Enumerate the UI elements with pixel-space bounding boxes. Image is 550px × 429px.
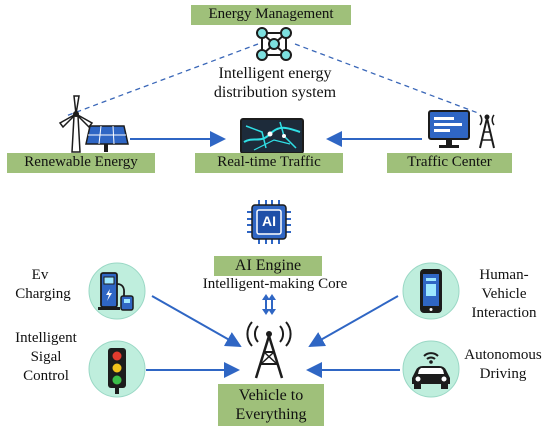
arrow-ev-to-v2x: [151, 295, 242, 347]
bidirectional-arrow-icon: [262, 294, 276, 315]
signal-control-line1: Intelligent: [15, 330, 77, 346]
dashed-line-right: [294, 43, 479, 114]
autonomous-driving-line2: Driving: [479, 366, 527, 382]
arrow-hvi-to-v2x: [308, 295, 399, 347]
v2x-tower-icon: [246, 321, 292, 379]
real-time-traffic-label: Real-time Traffic: [195, 153, 343, 173]
v2x-label-line2: Everything: [235, 406, 307, 423]
dashed-line-left: [65, 43, 259, 117]
ai-engine-label: AI Engine: [214, 256, 322, 276]
hvi-line3: Interaction: [471, 305, 537, 321]
distribution-system-line1: Intelligent energy: [218, 65, 332, 82]
traffic-light-icon: [88, 340, 146, 398]
ai-chip-label: AI: [262, 213, 276, 229]
distribution-system-line2: distribution system: [213, 84, 337, 101]
renewable-energy-label: Renewable Energy: [7, 153, 155, 173]
autonomous-car-icon: [402, 340, 460, 398]
autonomous-driving-line1: Autonomous: [464, 347, 542, 363]
signal-control-line3: Control: [23, 368, 69, 384]
v2x-label-box: [218, 384, 324, 426]
v2x-label-line1: Vehicle to: [238, 387, 304, 404]
radio-tower-small-icon: [479, 114, 495, 149]
traffic-map-icon: [240, 118, 304, 154]
signal-control-line2: Sigal: [30, 349, 62, 365]
hvi-line2: Vehicle: [481, 286, 527, 302]
traffic-center-label: Traffic Center: [387, 153, 512, 173]
monitor-icon: [428, 110, 470, 148]
wind-turbine-icon: [58, 95, 94, 153]
intelligent-making-core-label: Intelligent-making Core: [202, 276, 348, 292]
energy-management-label: Energy Management: [191, 5, 351, 25]
hvi-line1: Human-: [479, 267, 529, 283]
ai-chip-icon: [247, 200, 291, 244]
smartphone-icon: [402, 262, 460, 320]
ev-charging-station-icon: [88, 262, 146, 320]
solar-panel-icon: [85, 125, 129, 152]
ev-charging-line1: Ev: [31, 267, 49, 283]
network-node-icon: [256, 27, 292, 61]
ev-charging-line2: Charging: [15, 286, 71, 302]
